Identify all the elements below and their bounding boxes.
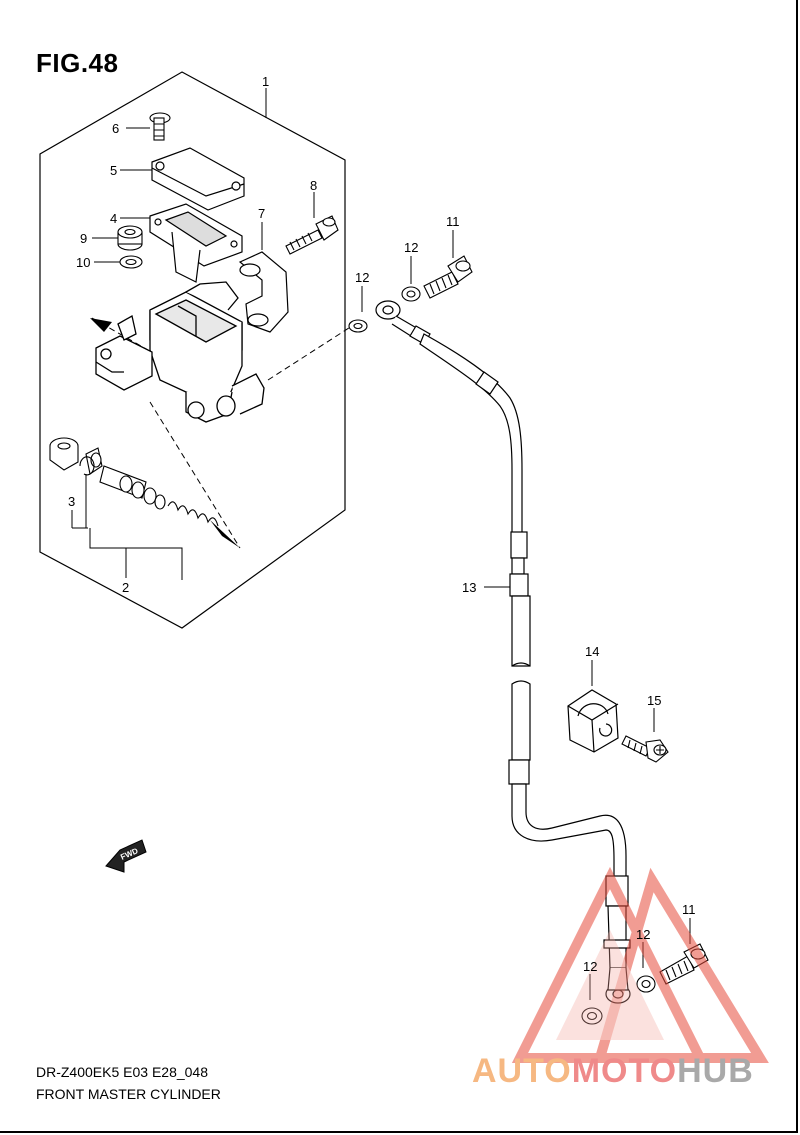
callout-15: 15 [647,693,661,708]
watermark-text: AUTOMOTOHUB [472,1052,754,1091]
callout-10: 10 [76,255,90,270]
callout-7: 7 [258,206,265,221]
diagram-caption: FRONT MASTER CYLINDER [36,1086,221,1102]
washer-part-12-lower-right [636,975,656,993]
forward-direction-arrow: FWD [105,839,147,873]
washer-part-10 [119,255,143,269]
reservoir-cap-part-5 [151,147,245,211]
union-bolt-part-11-upper [423,255,473,299]
boot-part-9 [117,225,143,251]
callout-11-lower: 11 [682,902,696,917]
callout-8: 8 [310,178,317,193]
callout-12-lower-left: 12 [583,959,597,974]
circlip-part-3 [79,456,95,476]
watermark-logo [511,866,769,1063]
bolt-part-8 [285,215,339,255]
callout-3: 3 [68,494,75,509]
callout-1: 1 [262,74,269,89]
piston-kit-part-2 [49,437,219,527]
bolt-part-15 [621,735,669,763]
callout-12-upper-left: 12 [355,270,369,285]
clamp-part-7 [238,251,289,333]
assembly-outline [39,71,346,629]
callout-2: 2 [122,580,129,595]
callout-4: 4 [110,211,117,226]
callout-13: 13 [462,580,476,595]
axis-arrow [210,520,240,548]
callout-11-upper: 11 [446,214,460,229]
callout-9: 9 [80,231,87,246]
callout-5: 5 [110,163,117,178]
model-code: DR-Z400EK5 E03 E28_048 [36,1064,208,1080]
hose-clamp-part-14 [567,689,619,753]
axis-arrow-top [90,318,112,332]
screw-part-6 [149,112,171,141]
watermark-moto: MOTO [571,1052,678,1090]
master-cylinder-body [95,281,265,423]
callout-12-upper-right: 12 [404,240,418,255]
watermark-auto: AUTO [472,1052,572,1090]
figure-title: FIG.48 [36,48,119,78]
washer-part-12-right [401,286,421,302]
washer-part-12-left [348,319,368,333]
callout-labels: 1 2 3 4 5 6 7 8 9 10 11 12 12 13 14 15 1… [68,74,696,974]
washer-part-12-lower-left [581,1007,603,1025]
diaphragm-part-4 [149,203,243,283]
callout-6: 6 [112,121,119,136]
watermark-hub: HUB [677,1052,754,1090]
callout-14: 14 [585,644,599,659]
callout-12-lower-right: 12 [636,927,650,942]
